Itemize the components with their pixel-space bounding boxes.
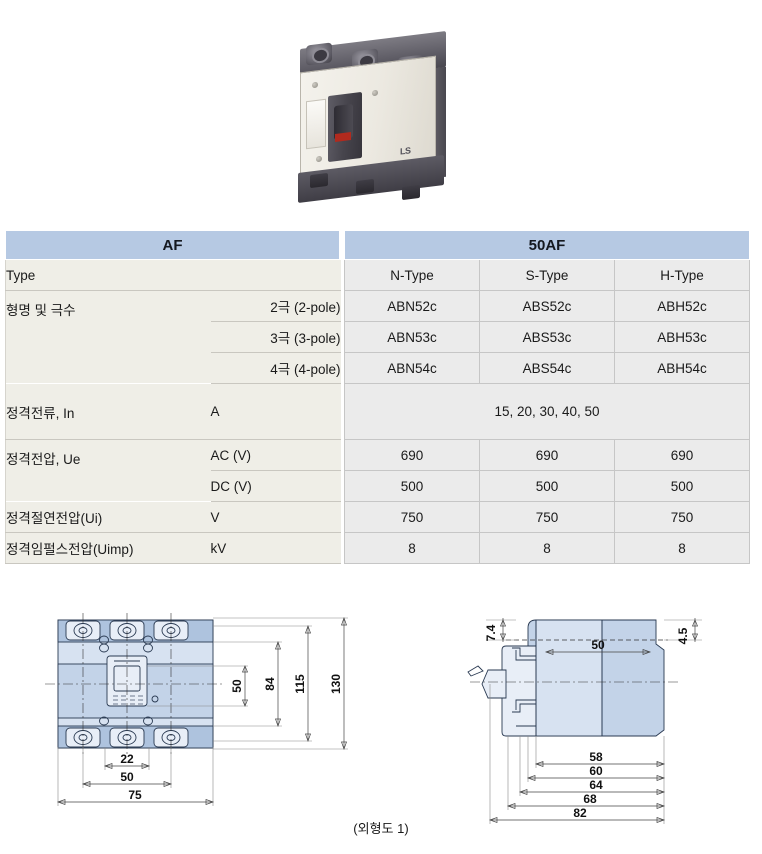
row-label-model-poles: 형명 및 극수 — [5, 290, 211, 384]
row-gap — [340, 290, 345, 322]
row-gap — [340, 259, 345, 291]
cell-abs52c: ABS52c — [479, 290, 615, 322]
cell-abn53c: ABN53c — [344, 321, 480, 353]
cell-dc-n: 500 — [344, 470, 480, 502]
dim-side-82: 82 — [573, 806, 587, 820]
dim-side-4-5: 4.5 — [676, 627, 690, 644]
row-label-impulse-voltage: 정격임펄스전압(Uimp) — [5, 532, 211, 564]
row-gap — [340, 532, 345, 564]
cell-abn54c: ABN54c — [344, 352, 480, 384]
cell-dc-s: 500 — [479, 470, 615, 502]
cell-type-s: S-Type — [479, 259, 615, 291]
dim-front-115: 115 — [293, 674, 307, 694]
dim-front-50: 50 — [230, 679, 244, 693]
row-gap — [340, 439, 345, 471]
row-unit-ac: AC (V) — [210, 439, 341, 471]
specification-table: AF 50AF Type N-Type S-Type H-Type 형명 및 극… — [5, 230, 750, 564]
dim-front-22: 22 — [120, 752, 134, 766]
row-unit-uimp: kV — [210, 532, 341, 564]
cell-abs53c: ABS53c — [479, 321, 615, 353]
header-af: AF — [5, 230, 342, 260]
row-gap — [340, 470, 345, 502]
header-50af: 50AF — [344, 230, 750, 260]
table-row-rated-voltage-dc: DC (V) 500 500 500 — [6, 470, 750, 502]
row-label-rated-current: 정격전류, In — [5, 383, 211, 440]
cell-ac-s: 690 — [479, 439, 615, 471]
cell-dc-h: 500 — [614, 470, 750, 502]
mccb-terminal-bottom-2 — [356, 178, 374, 195]
cell-type-n: N-Type — [344, 259, 480, 291]
cell-abh52c: ABH52c — [614, 290, 750, 322]
header-gap — [340, 230, 345, 260]
drawings-svg: 50 84 115 130 — [45, 613, 702, 824]
cell-uimp-n: 8 — [344, 532, 480, 564]
dim-front-50-h: 50 — [120, 770, 134, 784]
mccb-rating-label — [306, 98, 326, 150]
row-label-type: Type — [5, 259, 211, 291]
cell-abh54c: ABH54c — [614, 352, 750, 384]
cell-type-h: H-Type — [614, 259, 750, 291]
table-row-2pole: 형명 및 극수 2극 (2-pole) ABN52c ABS52c ABH52c — [5, 290, 750, 384]
table-row-4pole: 4극 (4-pole) ABN54c ABS54c ABH54c — [6, 352, 750, 384]
table-row-type: Type N-Type S-Type H-Type — [5, 259, 750, 291]
row-gap — [340, 352, 345, 384]
cell-abs54c: ABS54c — [479, 352, 615, 384]
cell-ui-h: 750 — [614, 501, 750, 533]
table-row-rated-current: 정격전류, In A 15, 20, 30, 40, 50 — [5, 383, 750, 440]
dim-side-64: 64 — [589, 778, 603, 792]
cell-ac-n: 690 — [344, 439, 480, 471]
row-unit-2pole: 2극 (2-pole) — [210, 290, 341, 322]
table-row-insulation-voltage: 정격절연전압(Ui) V 750 750 750 — [5, 501, 750, 533]
row-gap — [340, 383, 345, 440]
front-view-drawing: 50 84 115 130 — [45, 613, 348, 806]
table-row-3pole: 3극 (3-pole) ABN53c ABS53c ABH53c — [6, 321, 750, 353]
side-view-drawing: 7.4 50 4.5 58 — [467, 618, 702, 824]
cell-uimp-s: 8 — [479, 532, 615, 564]
cell-abh53c: ABH53c — [614, 321, 750, 353]
row-unit-ui: V — [210, 501, 341, 533]
row-unit-rated-current: A — [210, 383, 341, 440]
row-unit-4pole: 4극 (4-pole) — [210, 352, 341, 384]
row-unit-3pole: 3극 (3-pole) — [210, 321, 341, 353]
dim-side-68: 68 — [583, 792, 597, 806]
dim-side-7-4: 7.4 — [484, 624, 498, 641]
dimension-drawings: 50 84 115 130 — [0, 608, 762, 849]
cell-abn52c: ABN52c — [344, 290, 480, 322]
mccb-terminal-bottom-1 — [310, 172, 328, 189]
dim-front-75: 75 — [128, 788, 142, 802]
mccb-terminal-bottom-3 — [402, 184, 420, 201]
row-label-rated-voltage: 정격전압, Ue — [5, 439, 211, 502]
cell-ui-n: 750 — [344, 501, 480, 533]
product-photo-area: LS — [0, 0, 762, 225]
table-row-impulse-voltage: 정격임펄스전압(Uimp) kV 8 8 8 — [5, 532, 750, 564]
dim-side-50: 50 — [591, 638, 605, 652]
table-row-rated-voltage-ac: 정격전압, Ue AC (V) 690 690 690 — [5, 439, 750, 502]
dim-side-60: 60 — [589, 764, 603, 778]
row-gap — [340, 321, 345, 353]
dim-front-84: 84 — [263, 677, 277, 691]
dim-side-58: 58 — [589, 750, 603, 764]
row-label-insulation-voltage: 정격절연전압(Ui) — [5, 501, 211, 533]
drawing-caption: (외형도 1) — [353, 821, 409, 836]
mccb-product-photo: LS — [282, 22, 460, 203]
row-unit-type — [210, 259, 341, 291]
cell-uimp-h: 8 — [614, 532, 750, 564]
front-view-top-terminals — [65, 620, 189, 653]
row-unit-dc: DC (V) — [210, 470, 341, 502]
cell-ui-s: 750 — [479, 501, 615, 533]
front-view-vents — [113, 695, 143, 705]
cell-rated-current-values: 15, 20, 30, 40, 50 — [344, 383, 750, 440]
mccb-brand-logo: LS — [400, 145, 411, 157]
dim-front-130: 130 — [329, 674, 343, 694]
cell-ac-h: 690 — [614, 439, 750, 471]
table-header-row: AF 50AF — [5, 230, 750, 260]
row-gap — [340, 501, 345, 533]
